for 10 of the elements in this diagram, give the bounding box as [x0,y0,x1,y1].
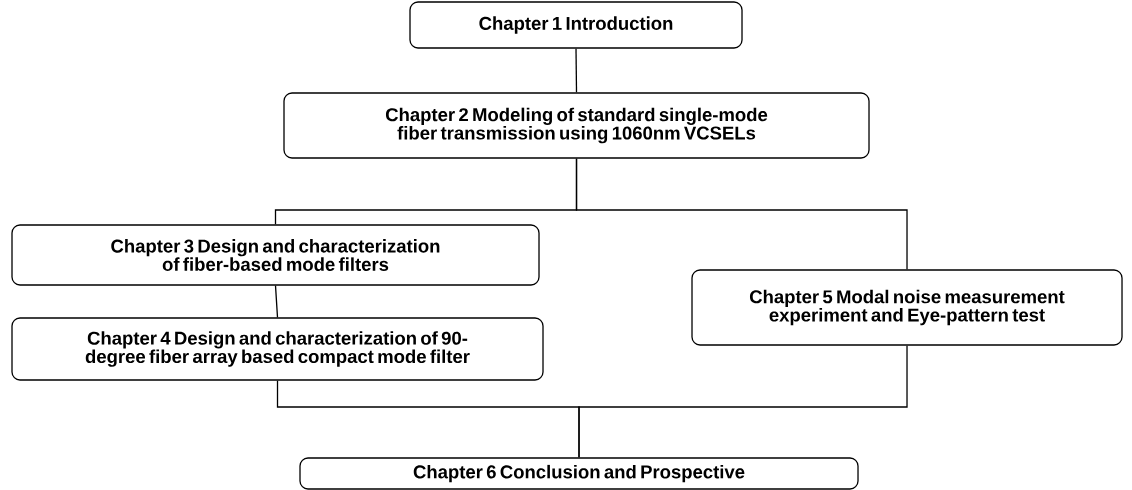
chapter-box: Chapter 6 Conclusion and Prospective [299,457,859,490]
chapter-box: Chapter 1 Introduction [409,1,743,49]
chapter-box: Chapter 4 Design and characterization of 90-degree fiber array based compact mode filter [11,317,544,381]
connector-line [578,345,908,458]
connector-line [274,285,279,318]
chapter-box: Chapter 5 Modal noise measurement experiment and Eye-pattern test [691,269,1123,346]
chapter-box: Chapter 3 Design and characterization of fiber-based mode filters [11,224,540,286]
connector-line [575,48,578,93]
connector-line [575,158,908,270]
chapter-box: Chapter 2 Modeling of standard single-mode fiber transmission using 1060nm VCSELs [283,92,870,159]
